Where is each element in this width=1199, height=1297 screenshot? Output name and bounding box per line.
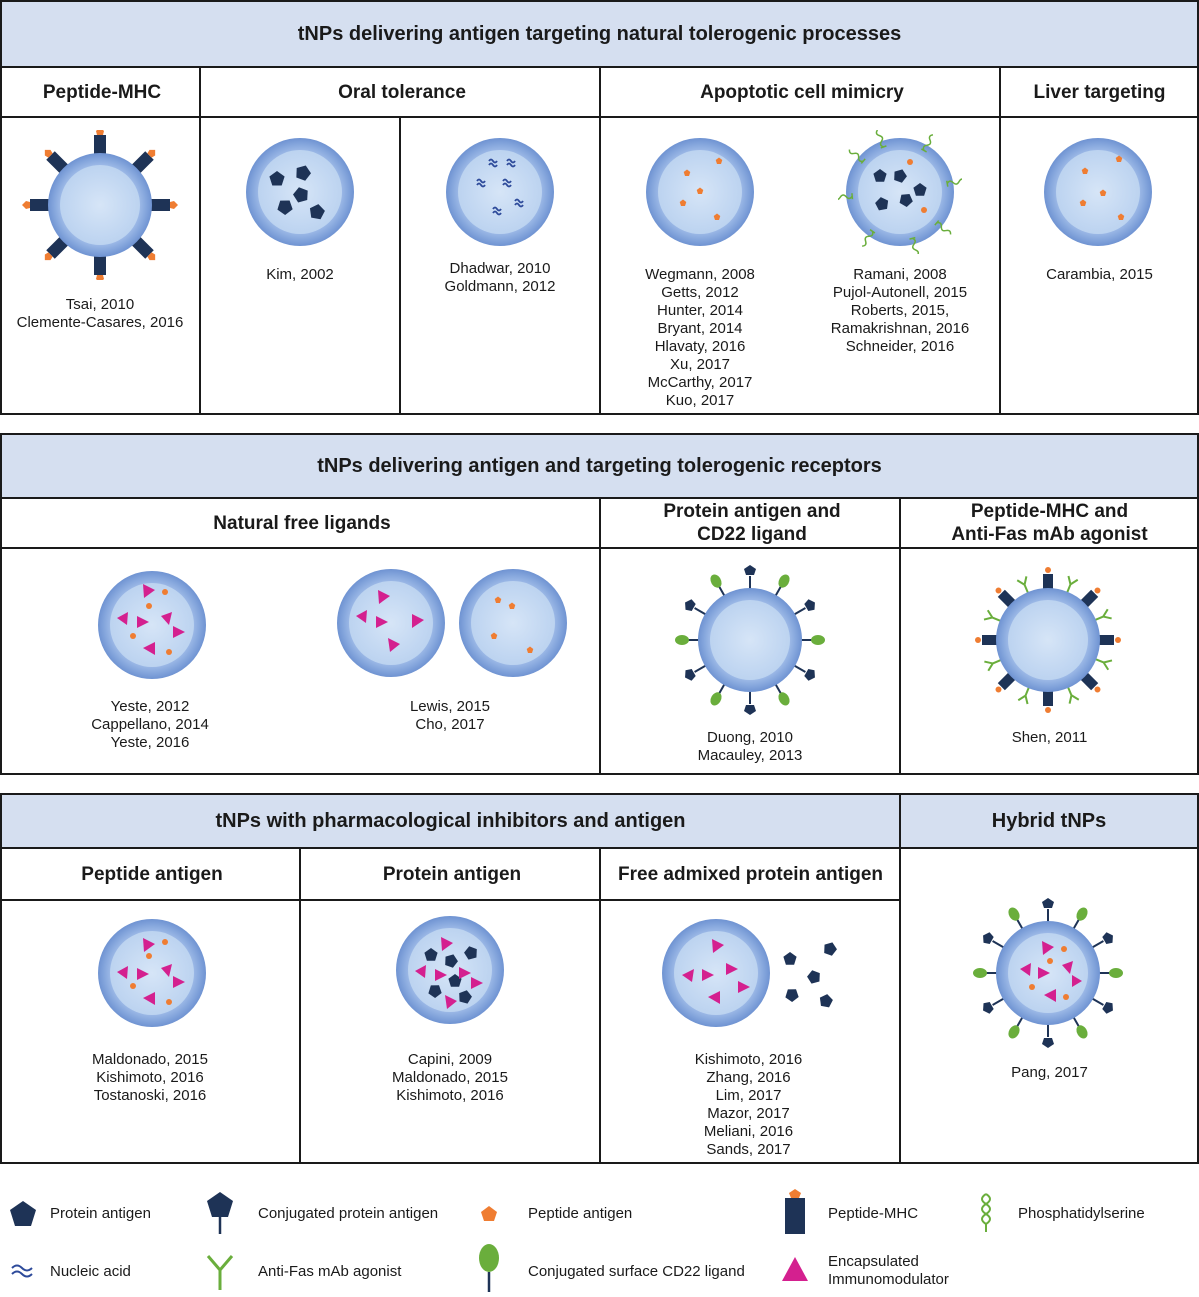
nanoparticle-oral-nucleic [446,138,554,246]
references-liver: Carambia, 2015 [1046,266,1153,283]
divider [599,497,601,775]
nanoparticle-natural-ligand-b1 [337,569,445,677]
legend-label: Conjugated protein antigen [258,1205,439,1222]
section-title: Hybrid tNPs [901,795,1197,849]
column-title-peptide-antigen: Peptide antigen [2,849,302,901]
nanoparticle-cd22 [675,565,825,715]
nucleic-acid-icon [476,158,524,216]
section-tolerogenic-receptors: tNPs delivering antigen and targeting to… [0,433,1199,775]
nanoparticle-oral-protein [246,138,354,246]
peptide-mhc-icon [785,1189,805,1234]
column-title-apoptotic-mimicry: Apoptotic cell mimicry [602,68,1002,118]
section-title: tNPs delivering antigen targeting natura… [2,2,1197,68]
immunomodulator-icon [356,590,424,652]
peptide-antigen-icon [481,1206,497,1221]
immunomodulator-icon [782,1257,808,1281]
cd22-ligand-icon [479,1244,499,1292]
column-title-natural-ligands: Natural free ligands [2,499,602,549]
immunomodulator-icon [415,937,483,1009]
phosphatidylserine-icon [981,1193,991,1232]
immunomodulator-icon [117,938,185,1005]
divider [899,497,901,775]
immunomodulator-icon [117,584,185,655]
protein-antigen-icon [873,169,927,211]
references-anti-fas: Shen, 2011 [1011,729,1088,746]
nanoparticle-liver [1044,138,1152,246]
section-title: tNPs with pharmacological inhibitors and… [2,795,899,849]
legend-label: Nucleic acid [50,1263,131,1280]
section-natural-tolerogenic: tNPs delivering antigen targeting natura… [0,0,1199,415]
divider [399,116,401,415]
section-pharmacological: tNPs with pharmacological inhibitors and… [0,793,901,1164]
column-title-protein-antigen: Protein antigen [302,849,602,901]
legend-label: Peptide-MHC [828,1205,919,1222]
peptide-antigen-icon [130,589,172,655]
nanoparticle-pharm-protein [396,916,504,1024]
protein-antigen-icon [269,165,325,220]
nanoparticle-natural-ligand-a [98,571,206,679]
peptide-antigen-icon [1079,155,1125,220]
column-title-peptide-mhc: Peptide-MHC [2,68,202,118]
nanoparticle-anti-fas [975,567,1121,713]
divider [599,66,601,415]
conjugated-protein-antigen-icon [685,565,815,715]
section-title: tNPs delivering antigen and targeting to… [2,435,1197,499]
peptide-antigen-icon [130,939,172,1005]
protein-antigen-icon [783,942,837,1008]
legend-label: Phosphatidylserine [1018,1205,1145,1222]
nucleic-acid-icon [11,1264,33,1278]
legend-label: Anti-Fas mAb agonist [258,1263,402,1280]
nanoparticle-hybrid [973,898,1123,1048]
phosphatidylserine-icon [838,130,962,254]
nanoparticle-free-admixed [662,919,837,1027]
section-hybrid: Hybrid tNPs [899,793,1199,1164]
nanoparticle-natural-ligand-b2 [459,569,567,677]
conjugated-protein-antigen-icon [207,1192,233,1234]
protein-antigen-icon [10,1201,36,1226]
column-title-oral-tolerance: Oral tolerance [202,68,602,118]
nanoparticle-apoptotic-peptide [646,138,754,246]
divider [999,66,1001,415]
legend-label: Conjugated surface CD22 ligand [528,1263,745,1280]
nanoparticle-apoptotic-ps [838,130,962,254]
peptide-antigen-icon [490,596,534,653]
peptide-antigen-icon [679,157,723,220]
column-title-liver-targeting: Liver targeting [1002,68,1197,118]
conjugated-protein-antigen-icon [983,898,1113,1048]
legend-label: Peptide antigen [528,1205,633,1222]
legend-label: Protein antigen [50,1205,151,1222]
references-oral-protein: Kim, 2002 [266,266,334,283]
cd22-ligand-icon [973,907,1123,1039]
immunomodulator-icon [682,939,750,1004]
cd22-ligand-icon [675,574,825,706]
divider [299,847,301,1164]
nanoparticle-pharm-peptide [98,919,206,1027]
anti-fas-mab-icon [206,1255,234,1290]
divider [599,847,601,1164]
nanoparticle-peptide-mhc [22,130,178,280]
divider [199,66,201,415]
references-hybrid: Pang, 2017 [1011,1064,1088,1081]
protein-antigen-icon [424,946,477,1004]
immunomodulator-icon [1020,941,1082,1002]
column-title-free-admixed: Free admixed protein antigen [602,849,899,901]
